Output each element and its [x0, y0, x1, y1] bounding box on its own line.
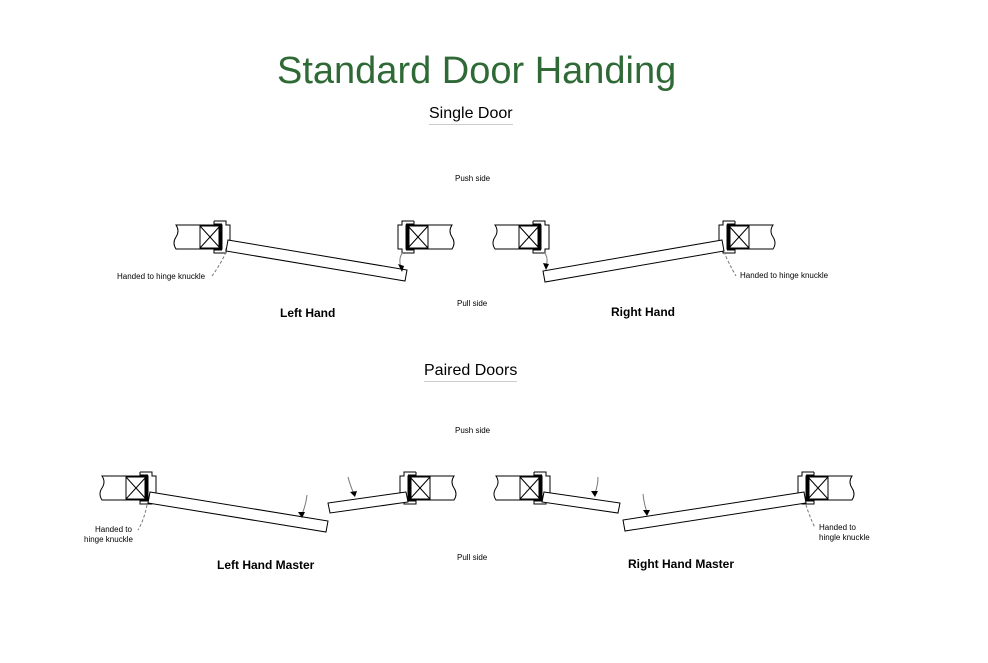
right-hand-master-label: Right Hand Master	[628, 557, 735, 571]
single-right-hand-door	[492, 220, 776, 283]
left-hand-label: Left Hand	[280, 306, 336, 320]
paired-left-note-line1: Handed to	[95, 525, 132, 534]
single-push-side-label: Push side	[455, 174, 491, 183]
right-hand-label: Right Hand	[611, 305, 675, 319]
paired-pull-side-label: Pull side	[457, 553, 488, 562]
paired-right-note-line2: hingle knuckle	[819, 533, 870, 542]
page-title: Standard Door Handing	[277, 50, 677, 92]
single-door-heading: Single Door	[429, 105, 513, 125]
single-left-hand-door	[173, 220, 455, 282]
paired-push-side-label: Push side	[455, 426, 491, 435]
single-pull-side-label: Pull side	[457, 299, 488, 308]
single-left-note: Handed to hinge knuckle	[117, 272, 206, 281]
left-hand-master-label: Left Hand Master	[217, 558, 315, 572]
paired-right-hand-master-doors	[493, 471, 855, 532]
single-right-note: Handed to hinge knuckle	[740, 271, 829, 280]
paired-left-note-line2: hinge knuckle	[84, 535, 133, 544]
paired-left-hand-master-doors	[99, 471, 457, 533]
paired-doors-heading: Paired Doors	[424, 362, 518, 382]
paired-right-note-line1: Handed to	[819, 523, 856, 532]
